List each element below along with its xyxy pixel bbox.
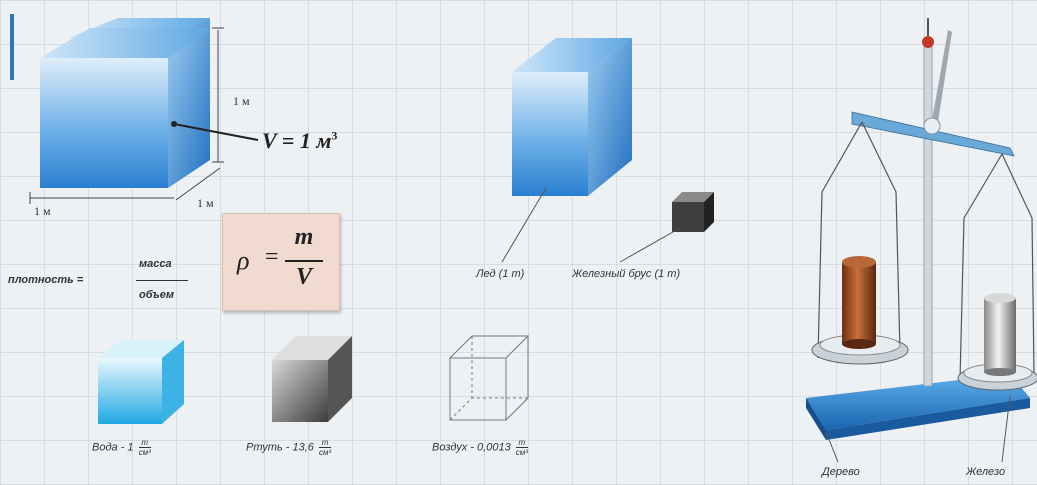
- balance-scale: [806, 18, 1037, 463]
- mercury-unit-num: т: [318, 438, 332, 448]
- ice-cube: [501, 38, 632, 263]
- mercury-density-text: Ртуть - 13,6: [246, 441, 314, 454]
- volume-formula: V = 1 м3: [262, 128, 337, 154]
- density-denominator: V: [295, 264, 312, 290]
- wood-label: Дерево: [822, 466, 860, 478]
- iron-label: Железо: [966, 466, 1006, 478]
- dimension-depth-label: 1 м: [197, 196, 214, 210]
- air-cube: [448, 335, 530, 421]
- iron-brick-label: Железный брус (1 т): [572, 268, 681, 280]
- air-unit-den: см³: [515, 448, 528, 457]
- mercury-cube: [272, 336, 352, 422]
- density-word-formula: плотность = масса объем: [8, 258, 208, 308]
- density-word-left: плотность =: [8, 274, 84, 286]
- dimension-width-label: 1 м: [34, 204, 51, 218]
- water-density-text: Вода - 1: [92, 441, 134, 454]
- density-word-fraction-bar: [136, 280, 188, 281]
- left-accent-bar: [10, 14, 14, 80]
- density-numerator: m: [294, 224, 314, 250]
- water-cube: [98, 340, 184, 424]
- air-density-text: Воздух - 0,0013: [432, 441, 511, 454]
- density-word-numerator: масса: [139, 258, 172, 270]
- water-unit-den: см³: [138, 448, 151, 457]
- mercury-unit-den: см³: [318, 448, 332, 457]
- ice-label: Лед (1 т): [476, 268, 525, 280]
- air-unit-num: т: [515, 438, 528, 448]
- density-equals: =: [265, 244, 279, 270]
- main-cube: [29, 18, 259, 204]
- iron-brick: [619, 192, 714, 263]
- density-word-denominator: объем: [139, 289, 175, 301]
- volume-formula-text: V = 1 м: [262, 128, 332, 153]
- density-symbol: ρ: [237, 246, 250, 275]
- density-fraction-bar: [285, 260, 323, 262]
- dimension-height-label: 1 м: [233, 94, 250, 108]
- volume-power: 3: [331, 128, 338, 143]
- density-formula-box: ρ = m V: [222, 213, 340, 311]
- water-unit-num: т: [138, 438, 151, 448]
